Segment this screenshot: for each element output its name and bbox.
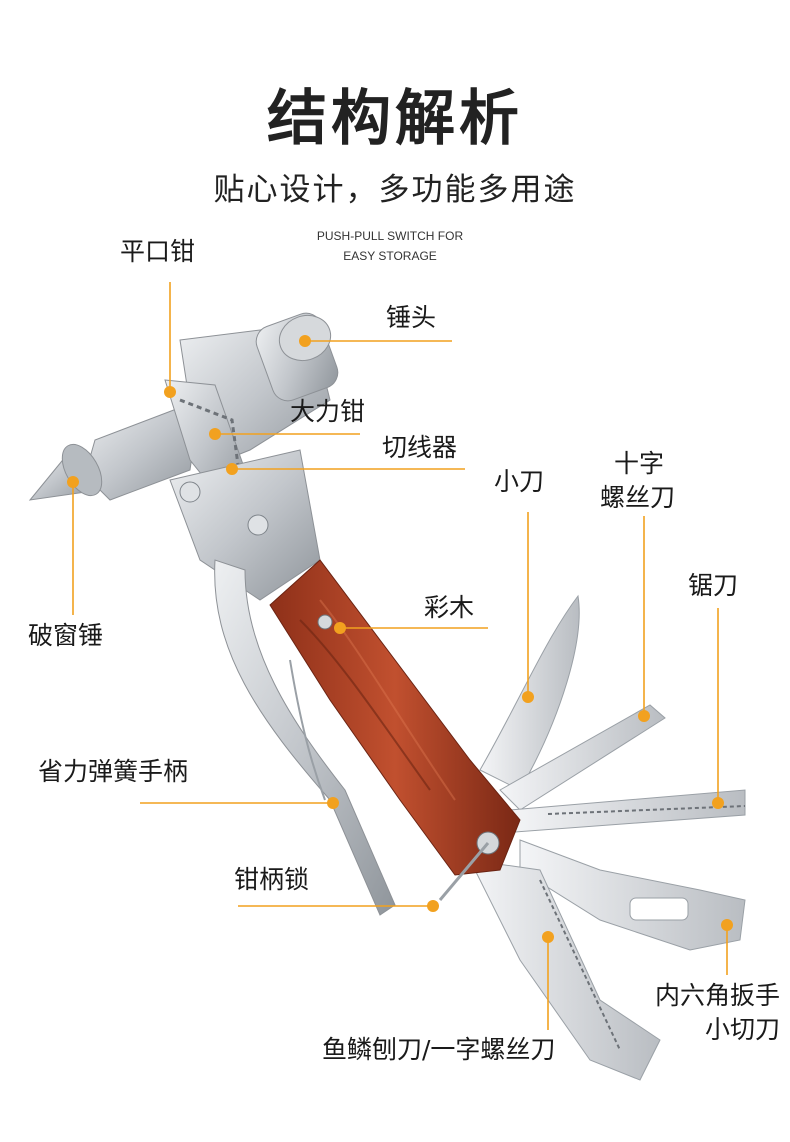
feature-note: PUSH-PULL SWITCH FOR EASY STORAGE <box>250 226 530 266</box>
label-phillips-line-1: 十字 <box>614 449 665 478</box>
label-saw: 锯刀 <box>688 571 739 600</box>
callout-dot-flat-pliers <box>164 386 176 398</box>
callout-dot-locking-pliers <box>209 428 221 440</box>
label-wood-handle: 彩木 <box>424 593 475 622</box>
label-phillips-line-2: 螺丝刀 <box>600 483 676 512</box>
label-flat-pliers: 平口钳 <box>120 237 196 266</box>
wood-handle-shape <box>269 559 521 901</box>
label-scale-planer: 鱼鳞刨刀/一字螺丝刀 <box>322 1035 556 1064</box>
window-breaker-shape <box>28 399 201 501</box>
label-hex-wrench: 内六角扳手 <box>654 981 780 1010</box>
callout-dot-hex-wrench <box>721 919 733 931</box>
label-locking-pliers: 大力钳 <box>290 397 366 426</box>
page-subtitle: 贴心设计，多功能多用途 <box>213 172 577 208</box>
label-spring-handle: 省力弹簧手柄 <box>38 757 189 786</box>
tool-body-plate <box>169 449 321 601</box>
callout-dot-window-breaker <box>67 476 79 488</box>
callout-dot-hammer-head <box>299 335 311 347</box>
callout-dot-small-knife <box>522 691 534 703</box>
feature-note-line-2: EASY STORAGE <box>343 249 437 263</box>
label-hammer-head: 锤头 <box>386 303 437 332</box>
callout-dot-handle-lock <box>427 900 439 912</box>
callout-dot-phillips <box>638 710 650 722</box>
callout-dot-wire-cutter <box>226 463 238 475</box>
label-window-breaker: 破窗锤 <box>28 621 104 650</box>
callout-dot-wood-handle <box>334 622 346 634</box>
page-title: 结构解析 <box>267 84 523 154</box>
label-small-cutter: 小切刀 <box>704 1015 780 1044</box>
callout-dot-spring-handle <box>327 797 339 809</box>
label-small-knife: 小刀 <box>494 467 545 496</box>
label-handle-lock: 钳柄锁 <box>234 865 310 894</box>
callout-dot-saw <box>712 797 724 809</box>
callout-dot-scale-planer <box>542 931 554 943</box>
feature-note-line-1: PUSH-PULL SWITCH FOR <box>316 229 464 243</box>
label-wire-cutter: 切线器 <box>382 433 458 462</box>
spring-handle-shape <box>214 559 396 916</box>
